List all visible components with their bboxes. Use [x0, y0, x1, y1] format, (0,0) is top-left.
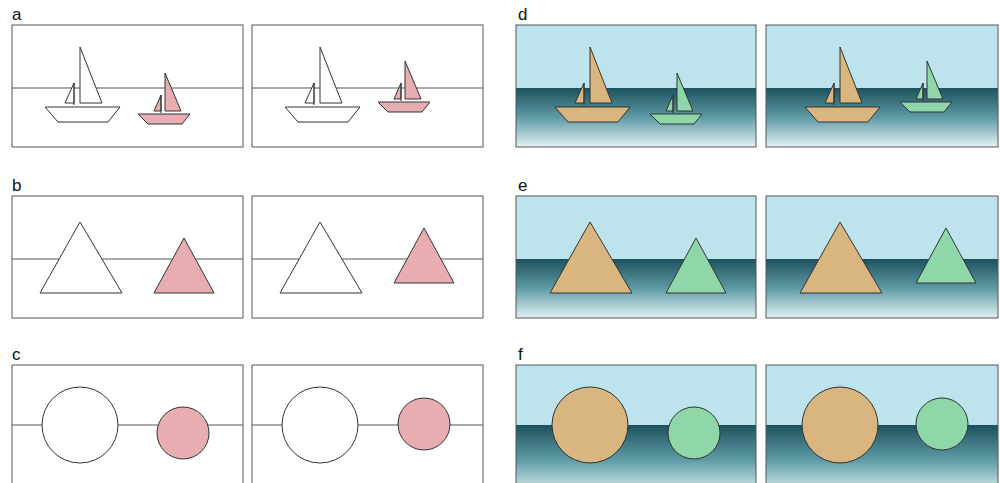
panel-letter: e — [518, 177, 527, 194]
panel-letter: d — [518, 6, 527, 23]
panel-e-left — [516, 196, 756, 318]
panel-d-right — [766, 25, 998, 147]
panel-c-left — [12, 365, 243, 483]
panel-f-left — [516, 365, 756, 483]
panel-b-left — [12, 196, 243, 318]
panel-b-right — [252, 196, 483, 318]
panel-a-left — [12, 25, 243, 147]
panel-letter: a — [12, 6, 21, 23]
panel-c-right — [252, 365, 483, 483]
panel-e-right — [766, 196, 998, 318]
panel-f-right — [766, 365, 998, 483]
panel-letter: f — [518, 346, 523, 363]
panel-letter: c — [12, 346, 21, 363]
panel-a-right — [252, 25, 483, 147]
panel-d-left — [516, 25, 756, 147]
panel-letter: b — [12, 177, 21, 194]
